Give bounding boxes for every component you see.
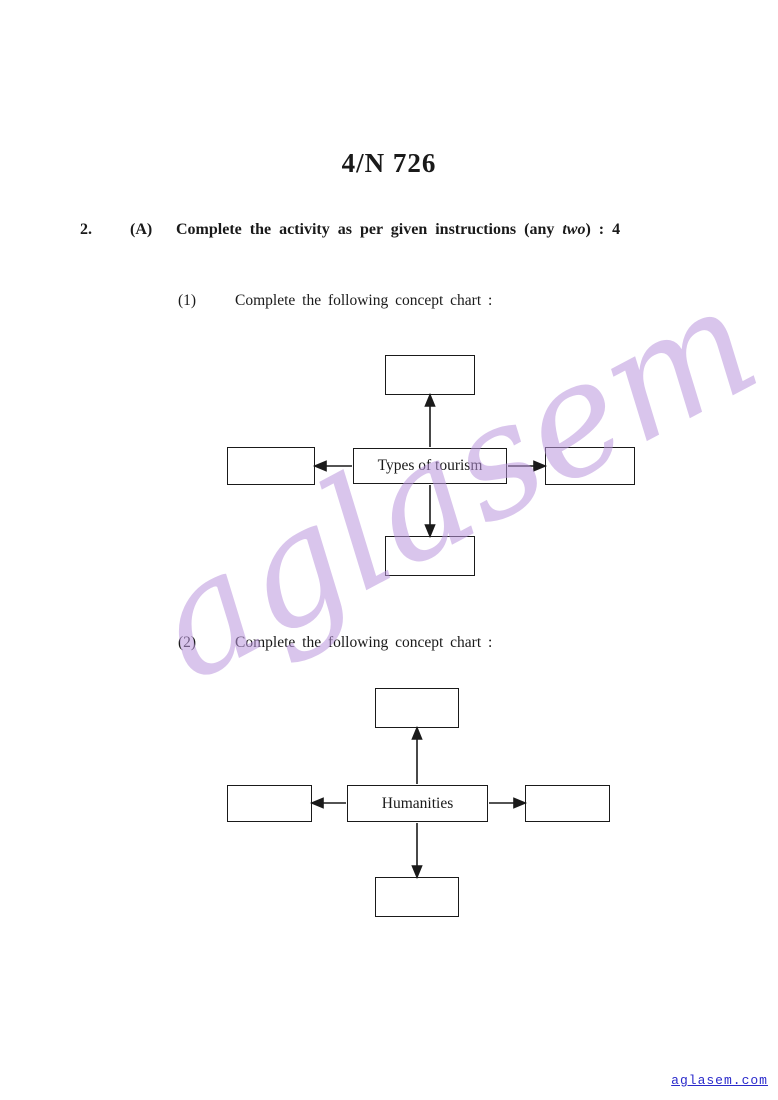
question-number: 2. <box>80 221 92 238</box>
footer-site-link[interactable]: aglasem.com <box>671 1073 768 1088</box>
question-line: 2. (A) Complete the activity as per given … <box>80 221 720 239</box>
chart1-blank-box-bottom <box>385 536 475 576</box>
subquestion-1: (1) Complete the following concept chart … <box>178 292 492 310</box>
chart2-blank-box-left <box>227 785 312 822</box>
question-part: (A) <box>130 221 153 238</box>
chart1-arrow-right <box>508 460 548 472</box>
chart2-center-label: Humanities <box>381 794 454 812</box>
chart1-arrow-down <box>424 485 436 539</box>
subquestion-2: (2) Complete the following concept chart … <box>178 634 492 652</box>
subquestion-1-number: (1) <box>178 292 197 309</box>
chart1-blank-box-top <box>385 355 475 395</box>
subquestion-1-text: Complete the following concept chart : <box>235 292 493 309</box>
chart1-center-label: Types of tourism <box>377 457 483 474</box>
paper-code-title: 4/N 726 <box>341 148 437 178</box>
chart2-blank-box-bottom <box>375 877 459 917</box>
chart2-arrow-left <box>309 797 346 809</box>
subquestion-2-text: Complete the following concept chart : <box>235 634 493 651</box>
chart2-arrow-up <box>411 725 423 784</box>
chart2-blank-box-top <box>375 688 459 728</box>
chart2-arrow-right <box>489 797 528 809</box>
question-text-italic: two <box>562 221 586 238</box>
question-text: Complete the activity as per given instr… <box>176 221 563 238</box>
chart1-blank-box-right <box>545 447 635 485</box>
chart2-center-box: Humanities <box>347 785 488 822</box>
subquestion-2-number: (2) <box>178 634 197 651</box>
chart1-arrow-up <box>424 392 436 447</box>
question-text-after: ) : 4 <box>585 221 621 238</box>
chart1-arrow-left <box>312 460 352 472</box>
chart1-center-box: Types of tourism <box>353 448 507 484</box>
chart2-blank-box-right <box>525 785 610 822</box>
chart1-blank-box-left <box>227 447 315 485</box>
chart2-arrow-down <box>411 823 423 880</box>
